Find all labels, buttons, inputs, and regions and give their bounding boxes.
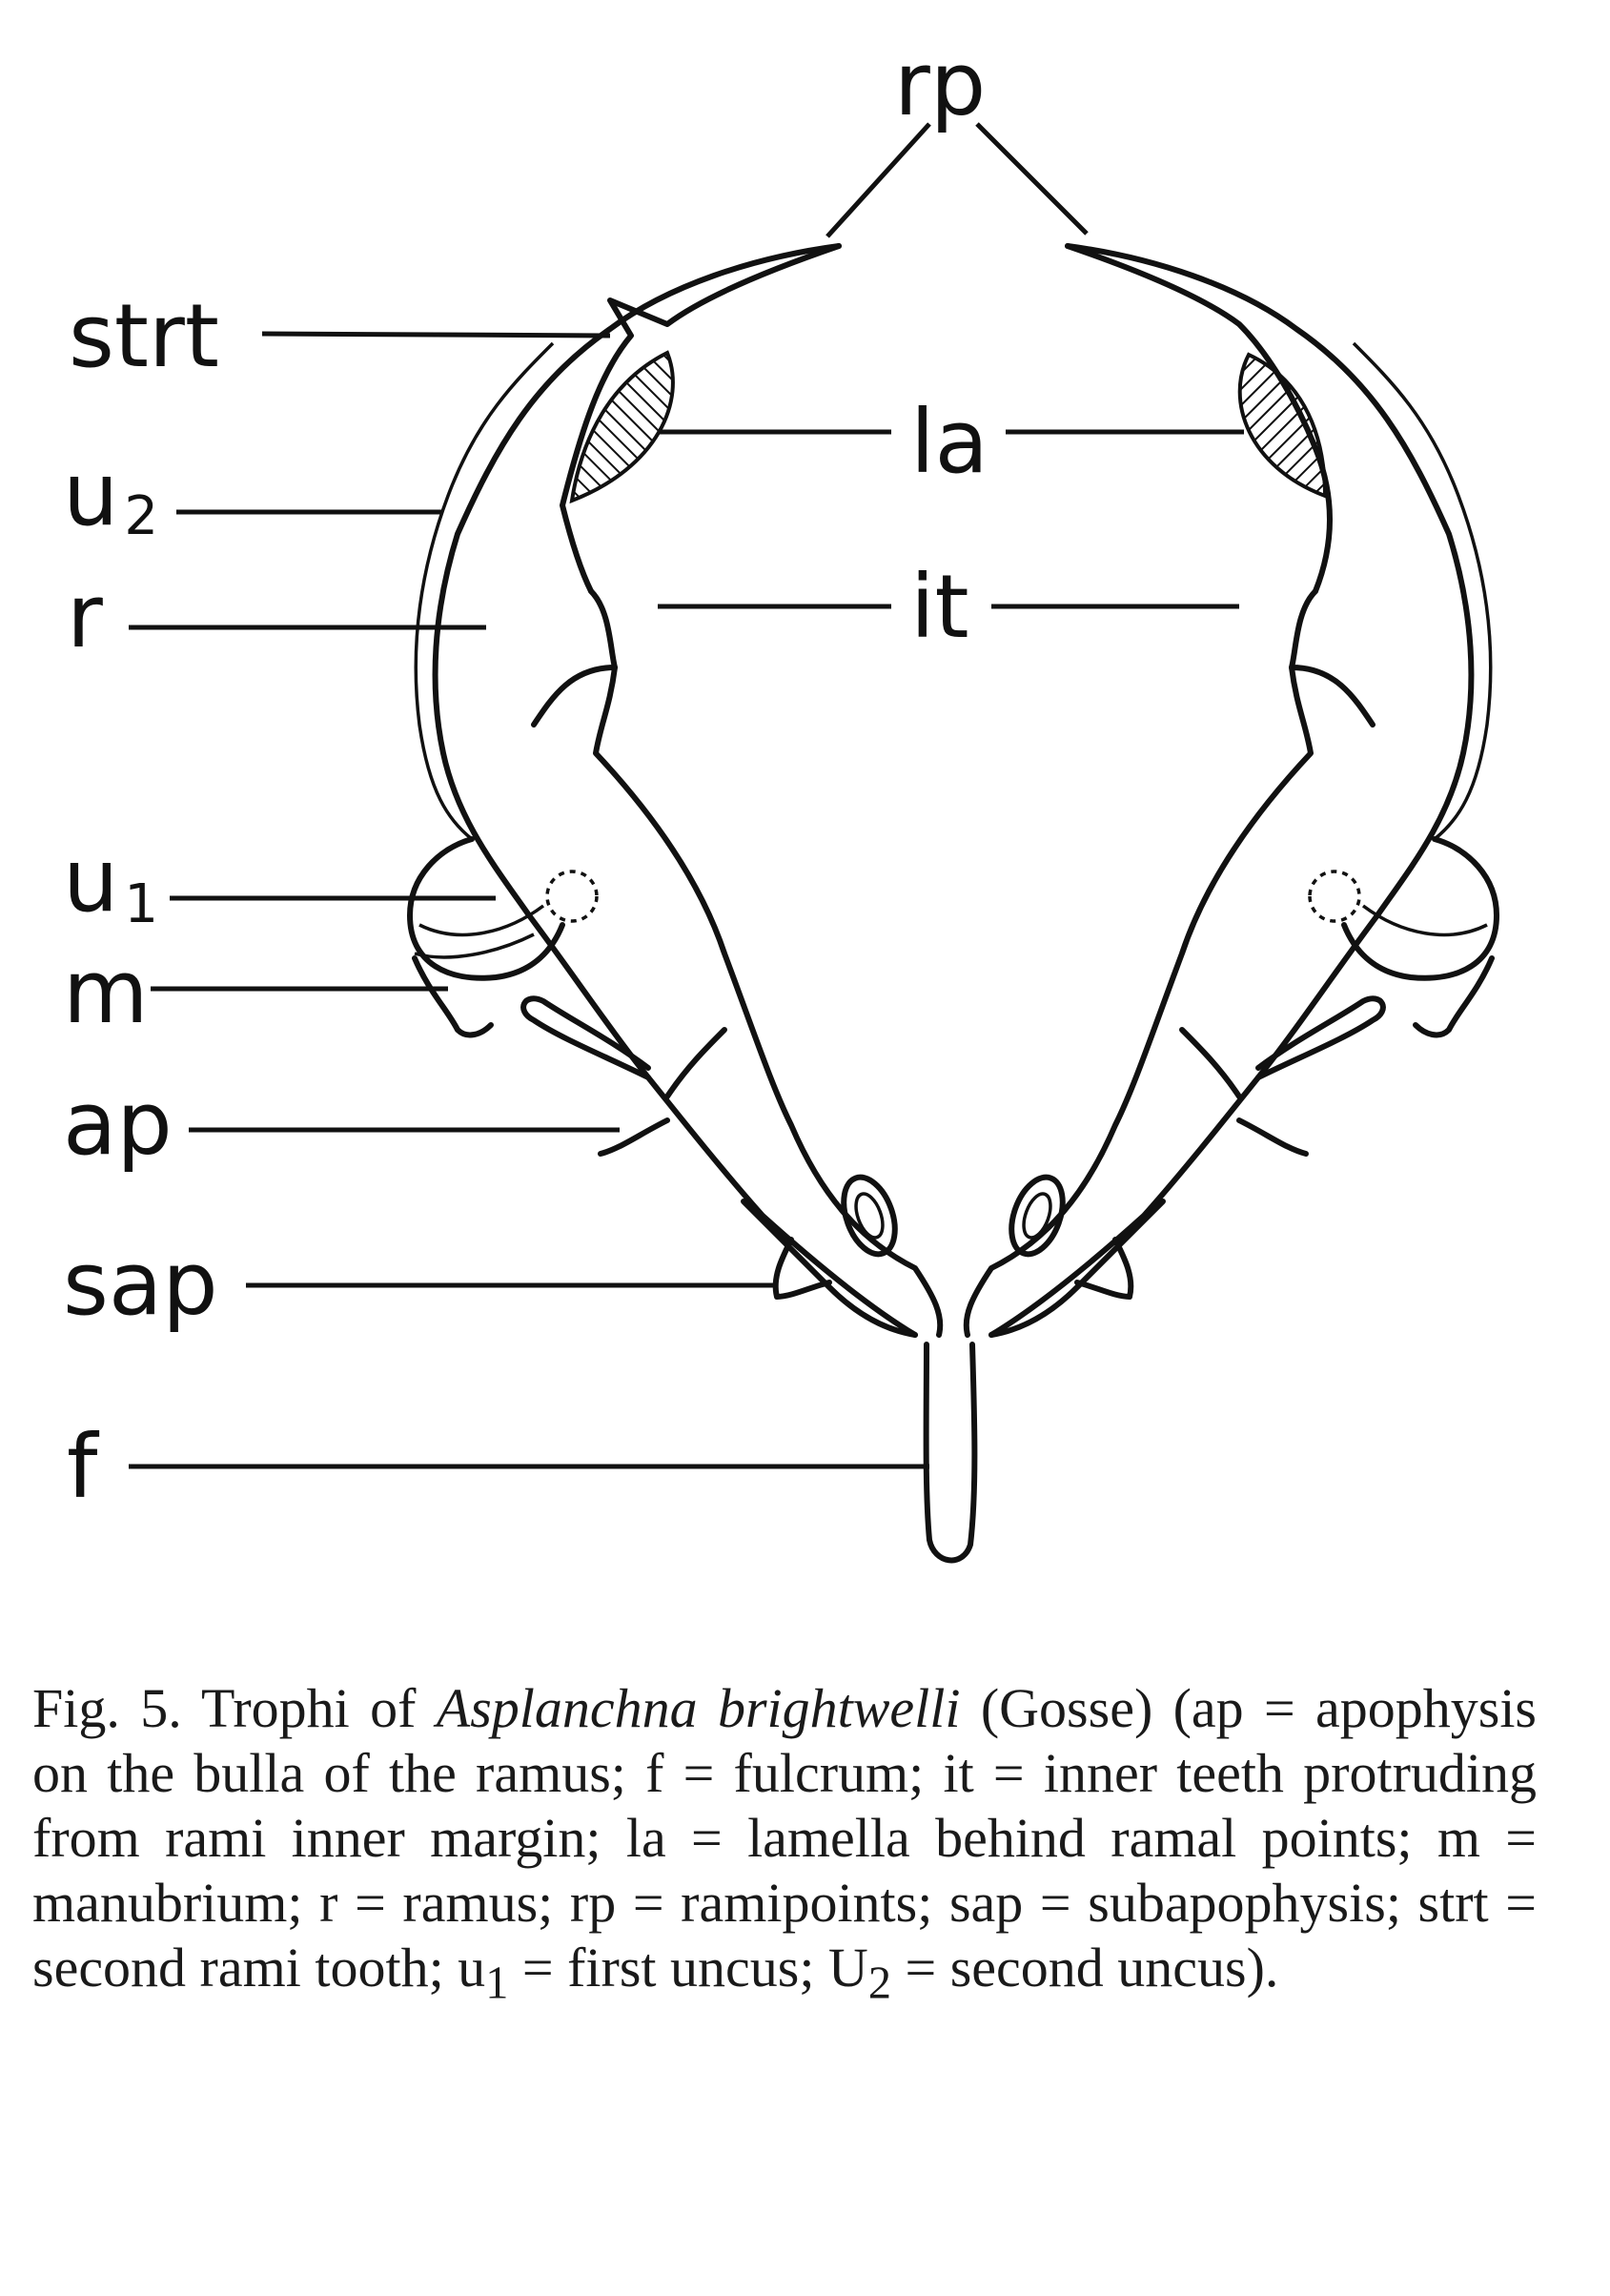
leader-lines	[129, 122, 1244, 1469]
caption-end: = second uncus).	[890, 1937, 1279, 1999]
label-f: f	[67, 1416, 100, 1518]
right-ramus	[963, 243, 1499, 1338]
caption-mid: = first uncus; U	[508, 1937, 868, 1999]
caption-u1-sub: 1	[485, 1958, 509, 2009]
label-ap: ap	[63, 1073, 173, 1175]
label-la: la	[910, 391, 988, 493]
label-r: r	[67, 565, 103, 667]
label-m: m	[63, 941, 149, 1043]
label-it: it	[910, 556, 969, 658]
caption-species: Asplanchna brightwelli	[436, 1677, 961, 1739]
caption-fig: Fig. 5. Trophi of	[32, 1677, 417, 1739]
caption-author: (Gosse)	[980, 1677, 1153, 1739]
figure-caption: Fig. 5. Trophi of Asplanchna brightwelli…	[32, 1676, 1537, 2017]
caption-body: (ap = apophysis on the bulla of the ramu…	[32, 1677, 1538, 1999]
caption-u2-sub: 2	[867, 1958, 891, 2009]
fulcrum	[923, 1342, 978, 1564]
label-strt: strt	[69, 285, 219, 387]
label-rp: rp	[894, 33, 986, 135]
label-sap: sap	[63, 1233, 218, 1335]
left-ramus	[407, 243, 944, 1338]
